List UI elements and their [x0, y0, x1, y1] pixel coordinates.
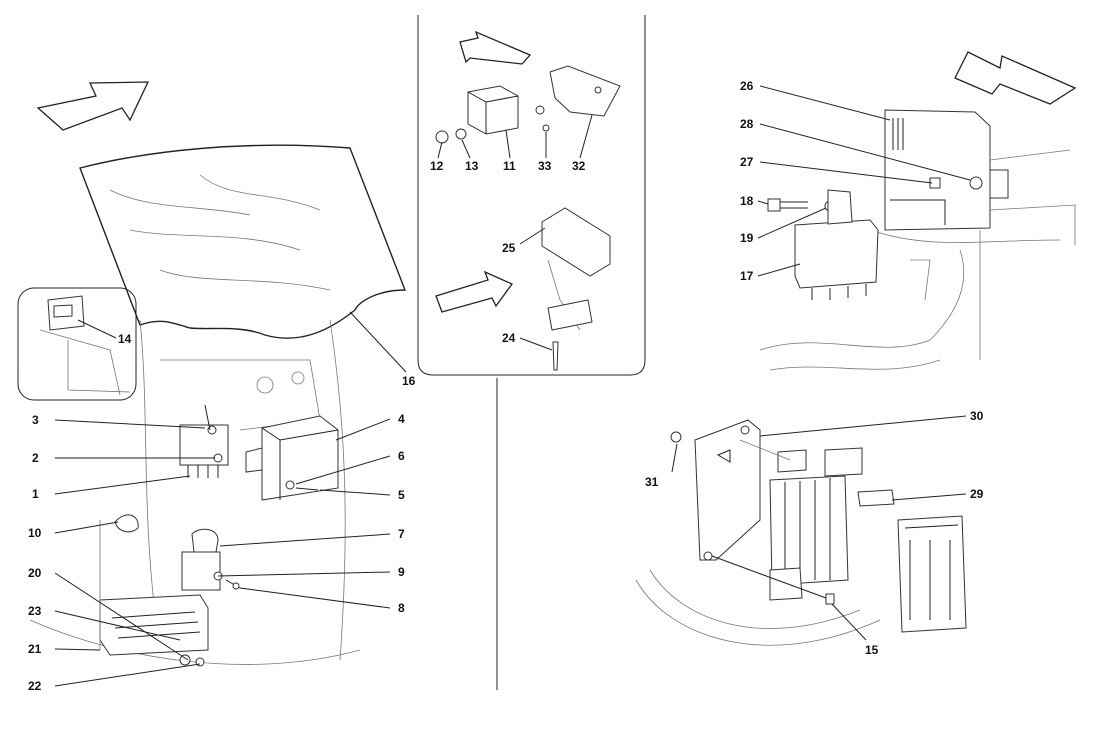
callout-9: 9 — [398, 565, 405, 579]
dashboard-cover — [79, 144, 407, 339]
callout-22: 22 — [28, 679, 42, 693]
callout-16: 16 — [402, 374, 416, 388]
callout-14: 14 — [118, 332, 132, 346]
callout-12: 12 — [430, 159, 444, 173]
right-upper-leader-lines — [757, 85, 971, 277]
callout-26: 26 — [740, 79, 754, 93]
callout-7: 7 — [398, 527, 405, 541]
callout-2: 2 — [32, 451, 39, 465]
callout-labels: 3 2 1 10 20 23 21 22 14 16 4 6 5 7 9 8 1… — [28, 79, 984, 693]
center-panel — [417, 15, 646, 690]
callout-24: 24 — [502, 331, 516, 345]
center-leader-lines — [437, 114, 593, 351]
callout-13: 13 — [465, 159, 479, 173]
callout-30: 30 — [970, 409, 984, 423]
direction-arrow-icon-2 — [459, 30, 532, 65]
callout-31: 31 — [645, 475, 659, 489]
center-panel-frame — [417, 15, 646, 376]
callout-20: 20 — [28, 566, 42, 580]
direction-arrow-icon-3 — [435, 270, 513, 313]
callout-6: 6 — [398, 449, 405, 463]
inset-box-14 — [17, 287, 137, 401]
direction-arrow-icon — [36, 81, 150, 131]
left-assembly — [17, 81, 407, 667]
callout-23: 23 — [28, 604, 42, 618]
callout-10: 10 — [28, 526, 42, 540]
callout-32: 32 — [572, 159, 586, 173]
right-lower-assembly — [635, 419, 967, 646]
callout-28: 28 — [740, 117, 754, 131]
direction-arrow-icon-4 — [954, 51, 1077, 105]
callout-8: 8 — [398, 601, 405, 615]
callout-33: 33 — [538, 159, 552, 173]
callout-11: 11 — [503, 159, 516, 173]
right-lower-leader-lines — [671, 415, 967, 641]
callout-3: 3 — [32, 413, 39, 427]
callout-18: 18 — [740, 194, 754, 208]
callout-5: 5 — [398, 488, 405, 502]
callout-29: 29 — [970, 487, 984, 501]
callout-19: 19 — [740, 231, 754, 245]
callout-17: 17 — [740, 269, 754, 283]
callout-21: 21 — [28, 642, 42, 656]
callout-25: 25 — [502, 241, 516, 255]
callout-15: 15 — [865, 643, 879, 657]
callout-1: 1 — [32, 487, 39, 501]
callout-4: 4 — [398, 412, 405, 426]
callout-27: 27 — [740, 155, 754, 169]
right-upper-assembly — [759, 51, 1077, 371]
left-leader-lines — [54, 311, 407, 687]
